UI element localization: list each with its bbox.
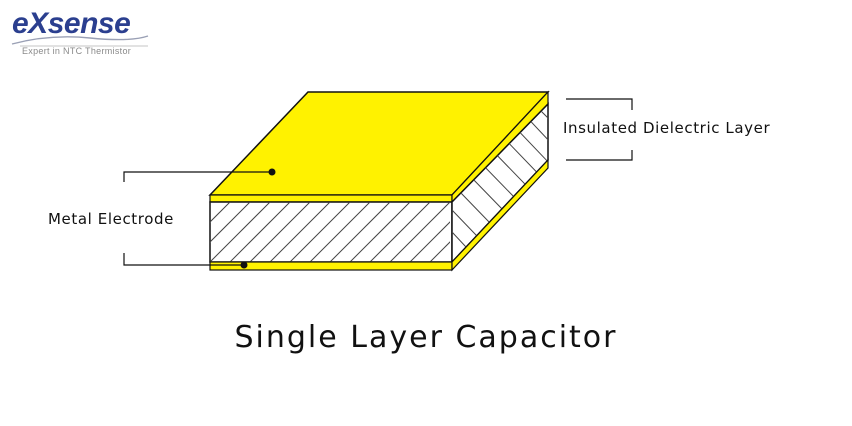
diagram-title: Single Layer Capacitor xyxy=(234,320,618,355)
bottom-electrode-side-edge xyxy=(451,158,549,272)
logo-tagline: Expert in NTC Thermistor xyxy=(22,46,132,56)
metal-electrode-label: Metal Electrode xyxy=(48,210,174,228)
dielectric-layer-label: Insulated Dielectric Layer xyxy=(563,119,771,137)
dielectric-front-hatch xyxy=(210,202,450,262)
logo-wordmark: eXsense xyxy=(12,7,131,40)
top-electrode-marker xyxy=(268,168,276,176)
exsense-logo: eXsense Expert in NTC Thermistor xyxy=(10,6,150,58)
electrode-leader-lines xyxy=(123,171,272,266)
bottom-electrode-marker xyxy=(240,261,248,269)
logo-swoosh-icon xyxy=(11,35,149,47)
dielectric-leader-lines xyxy=(566,98,633,161)
top-electrode-edge xyxy=(209,194,453,203)
dielectric-front-face xyxy=(209,201,453,263)
